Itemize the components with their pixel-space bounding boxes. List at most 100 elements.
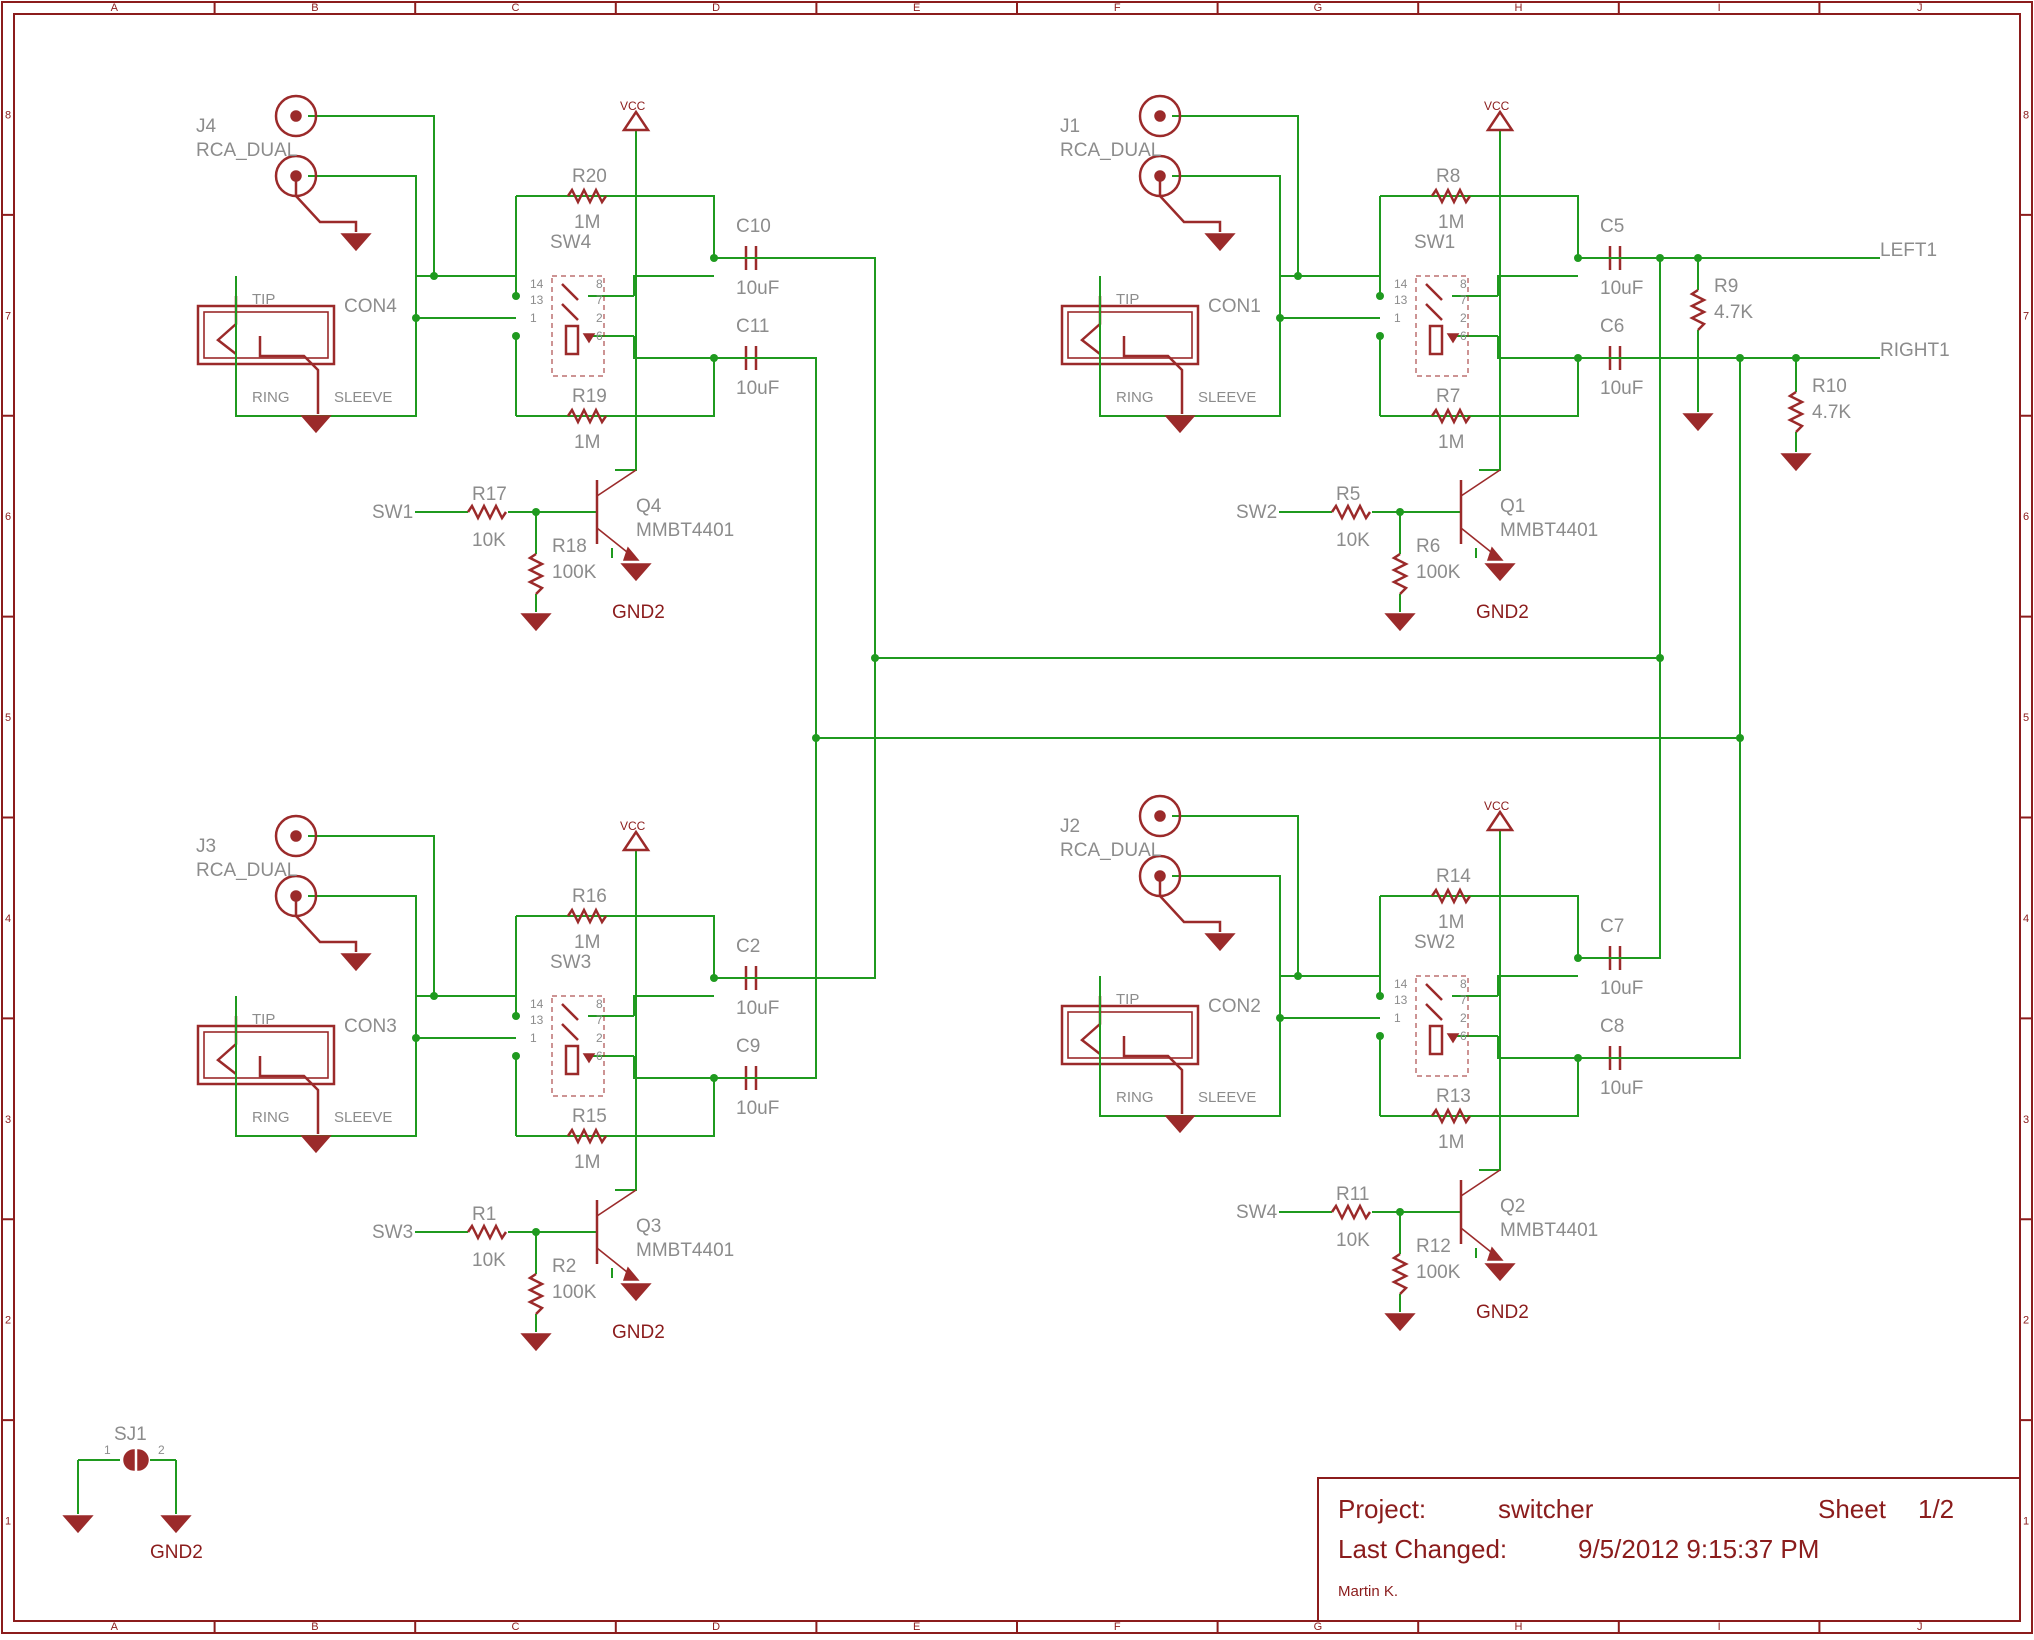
relay-pin-label: 6 xyxy=(1460,329,1467,343)
grid-col-top: G xyxy=(1314,2,1323,14)
relay-switch-icon xyxy=(561,283,579,321)
resistor-icon xyxy=(466,1223,508,1241)
capacitor-label: C11 xyxy=(736,316,769,337)
capacitor-value: 10uF xyxy=(1600,278,1643,299)
ground-icon xyxy=(1204,933,1236,952)
grid-row-left: 2 xyxy=(5,1315,11,1327)
jack-label: J2 xyxy=(1060,816,1080,837)
signal-buses xyxy=(714,254,1880,1079)
junction xyxy=(512,1012,520,1020)
base-resistor-value: 10K xyxy=(1336,1230,1370,1251)
resistor-icon xyxy=(1430,187,1472,205)
connector-inner xyxy=(203,1031,329,1079)
rca-jack-icon xyxy=(1138,794,1182,838)
jack-label: J4 xyxy=(196,116,217,137)
connector-label: CON2 xyxy=(1208,996,1261,1017)
transistor-type-label: MMBT4401 xyxy=(1500,520,1598,541)
relay-pin-label: 6 xyxy=(596,1049,603,1063)
grid-row-right: 2 xyxy=(2023,1315,2029,1327)
output-section: R9 4.7K R10 4.7K LEFT1 RIGHT1 xyxy=(1682,240,1950,472)
resistor-bottom-label: R13 xyxy=(1436,1086,1471,1107)
title-block: Project: switcher Sheet 1/2 Last Changed… xyxy=(1317,1477,2021,1622)
capacitor-label: C5 xyxy=(1600,216,1624,237)
pulldown-resistor-value: 100K xyxy=(552,1282,597,1303)
wire xyxy=(1172,875,1380,1019)
rca-jack-icon xyxy=(274,94,318,138)
relay-pin-label: 1 xyxy=(1394,311,1401,325)
grid-col-top: H xyxy=(1515,2,1523,14)
pulldown-resistor-label: R2 xyxy=(552,1256,576,1277)
jack-label: J3 xyxy=(196,836,216,857)
left-net-label: LEFT1 xyxy=(1880,240,1937,261)
rca-ground-lead xyxy=(294,176,358,232)
grid-row-left: 4 xyxy=(5,913,11,925)
grid-row-left: 5 xyxy=(5,712,11,724)
project-label: Project: xyxy=(1338,1494,1426,1524)
capacitor-value: 10uF xyxy=(1600,978,1643,999)
connector-inner xyxy=(1067,1011,1193,1059)
resistor-icon xyxy=(527,552,545,595)
relay-pin-label: 1 xyxy=(530,1031,537,1045)
resistor-top-value: 1M xyxy=(574,212,600,233)
relay-pin-label: 7 xyxy=(596,1013,603,1027)
relay-coil-icon xyxy=(564,1044,580,1076)
ground-icon xyxy=(340,233,372,252)
wire xyxy=(1172,115,1380,277)
resistor-icon xyxy=(1391,552,1409,595)
vcc-icon xyxy=(621,829,651,852)
relay-pin-label: 8 xyxy=(596,997,603,1011)
ground-icon xyxy=(1384,1313,1416,1332)
wire xyxy=(1497,1036,1578,1059)
ground-icon xyxy=(620,1283,652,1302)
relay-pin-label: 14 xyxy=(1394,977,1408,991)
wire xyxy=(308,115,516,277)
relay-outline xyxy=(551,275,605,377)
vcc-label: VCC xyxy=(1484,799,1510,813)
grid-col-top: D xyxy=(712,2,720,14)
gnd-label: GND2 xyxy=(612,1322,665,1343)
junction xyxy=(430,992,438,1000)
grid-row-right: 8 xyxy=(2023,109,2029,121)
relay-diode-icon xyxy=(1446,333,1460,344)
transistor-type-label: MMBT4401 xyxy=(636,520,734,541)
grid-col-bottom: J xyxy=(1917,1621,1923,1633)
grid-col-bottom: I xyxy=(1718,1621,1721,1633)
relay-pin-label: 2 xyxy=(1460,1011,1467,1025)
sj1-label: SJ1 xyxy=(114,1424,147,1445)
wire xyxy=(1380,358,1579,417)
resistor-top-label: R14 xyxy=(1436,866,1471,887)
grid-row-right: 6 xyxy=(2023,511,2029,523)
relay-outline xyxy=(1415,275,1469,377)
relay-pin-label: 2 xyxy=(596,1031,603,1045)
ground-icon xyxy=(1484,563,1516,582)
connector-tip-label: TIP xyxy=(1116,291,1139,308)
connector-tip-label: TIP xyxy=(1116,991,1139,1008)
wire xyxy=(308,835,516,997)
ground-icon xyxy=(1384,613,1416,632)
capacitor-value: 10uF xyxy=(736,378,779,399)
jack-type-label: RCA_DUAL xyxy=(1060,140,1161,161)
junction xyxy=(430,272,438,280)
wire xyxy=(1380,895,1579,958)
base-resistor-label: R1 xyxy=(472,1204,496,1225)
connector-inner xyxy=(1067,311,1193,359)
rca-pin-icon xyxy=(1154,810,1166,822)
connector-ring-label: RING xyxy=(252,389,290,406)
capacitor-value: 10uF xyxy=(736,1098,779,1119)
grid-col-top: F xyxy=(1114,2,1121,14)
transistor-type-label: MMBT4401 xyxy=(636,1240,734,1261)
pulldown-resistor-label: R6 xyxy=(1416,536,1440,557)
sj1-gnd-label: GND2 xyxy=(150,1542,203,1563)
junction xyxy=(412,314,420,322)
grid-row-left: 7 xyxy=(5,310,11,322)
r9-label: R9 xyxy=(1714,276,1738,297)
grid-row-left: 6 xyxy=(5,511,11,523)
gnd-label: GND2 xyxy=(1476,1302,1529,1323)
pulldown-resistor-value: 100K xyxy=(1416,562,1461,583)
junction xyxy=(1276,314,1284,322)
relay-switch-icon xyxy=(561,1003,579,1041)
rca-ground-lead xyxy=(1158,176,1222,232)
relay-label: SW3 xyxy=(550,952,591,973)
